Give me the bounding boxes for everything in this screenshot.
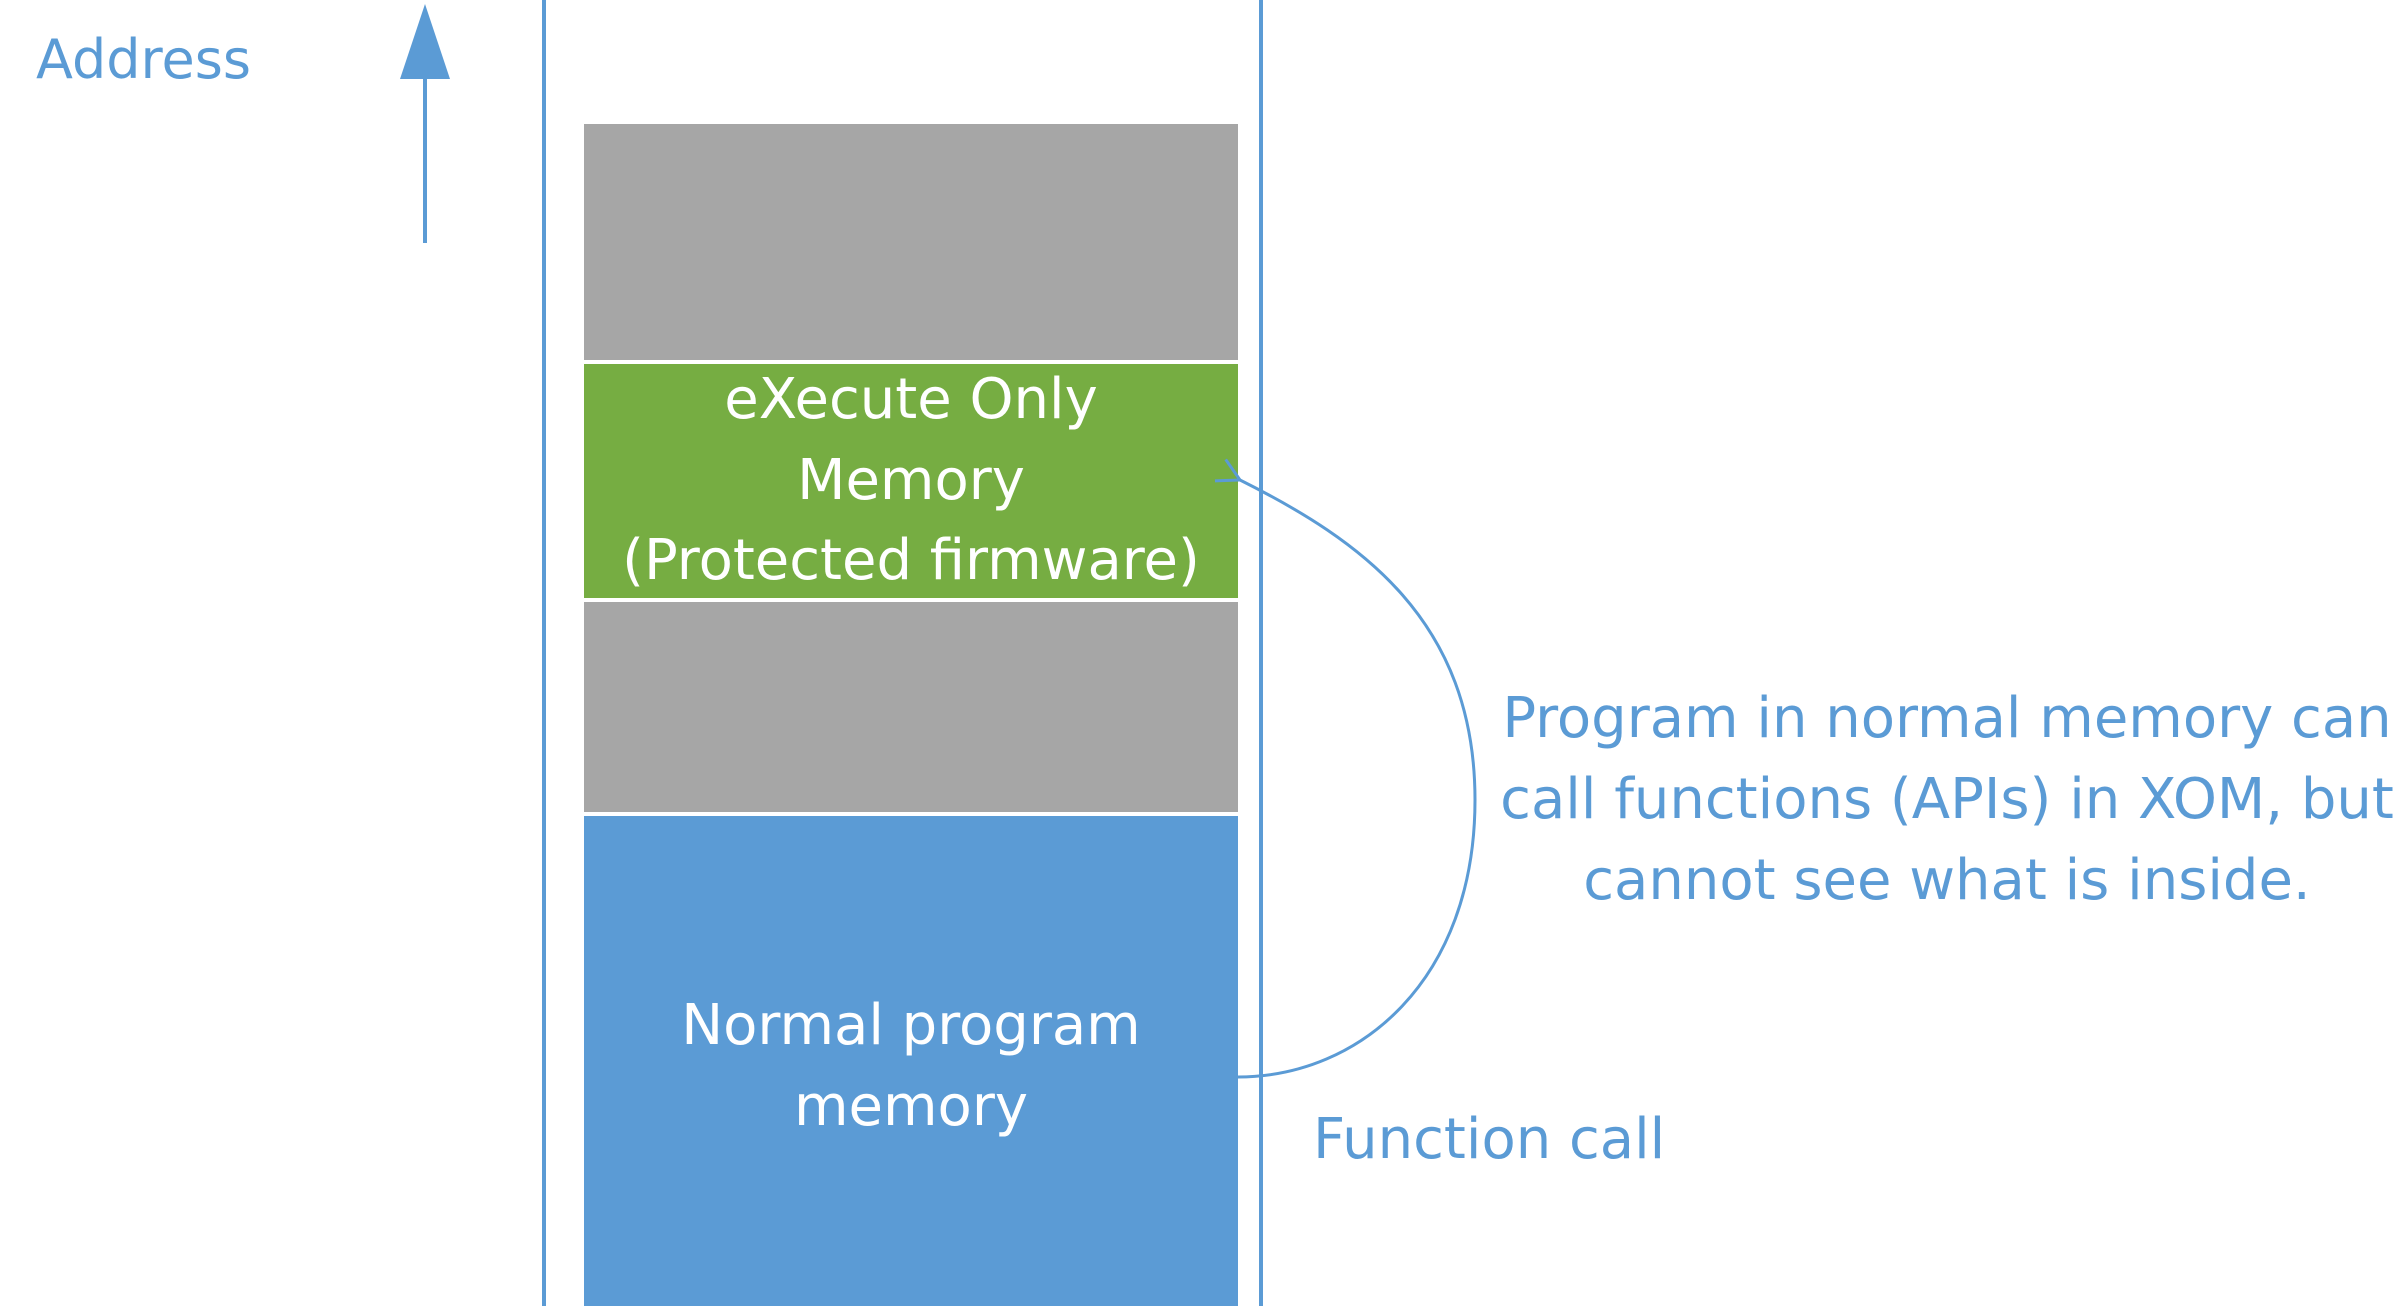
xom-block-text: eXecute Only Memory (Protected firmware)	[622, 367, 1200, 593]
memory-block-xom	[584, 362, 1238, 600]
address-arrow-icon	[400, 4, 450, 243]
annotation-text: Program in normal memory can call functi…	[1500, 686, 2394, 913]
memory-block-middle-gray	[584, 600, 1238, 814]
address-label: Address	[36, 28, 251, 91]
memory-block-normal	[584, 814, 1238, 1311]
xom-label-line-3: (Protected firmware)	[622, 528, 1200, 593]
function-call-arrow	[1238, 480, 1477, 1079]
annotation-line-1: Program in normal memory can	[1502, 686, 2391, 751]
memory-block-top-gray	[584, 124, 1238, 362]
function-call-label: Function call	[1313, 1107, 1665, 1172]
block-dividers	[584, 360, 1238, 816]
normal-label-line-2: memory	[794, 1074, 1028, 1139]
xom-label-line-1: eXecute Only	[724, 367, 1098, 432]
memory-map-frame	[542, 0, 1263, 1311]
normal-label-line-1: Normal program	[681, 993, 1140, 1058]
normal-block-text: Normal program memory	[681, 993, 1140, 1139]
annotation-line-2: call functions (APIs) in XOM, but	[1500, 767, 2394, 832]
xom-label-line-2: Memory	[797, 448, 1025, 513]
annotation-line-3: cannot see what is inside.	[1583, 848, 2310, 913]
